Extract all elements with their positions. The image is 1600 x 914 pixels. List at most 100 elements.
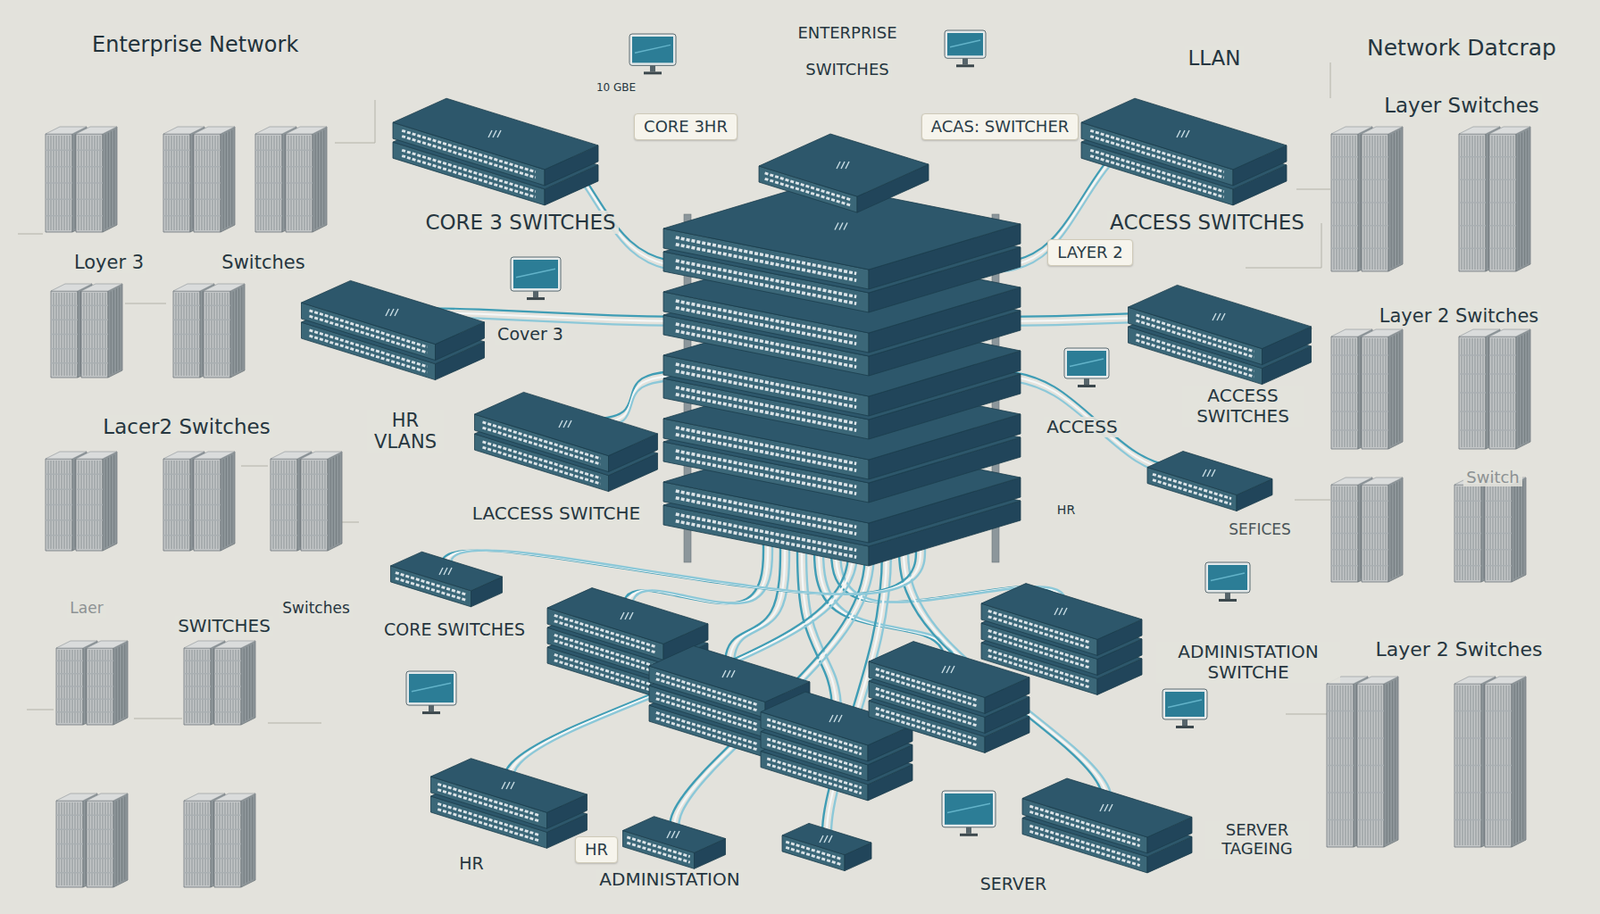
rack-top xyxy=(1361,126,1403,134)
rack-side-stripes xyxy=(1391,481,1400,580)
rack-bands xyxy=(75,474,103,536)
monitor-icon xyxy=(1205,562,1250,602)
rack-front xyxy=(163,458,191,551)
rack-bands xyxy=(1489,355,1517,431)
switch-ports xyxy=(395,578,467,601)
rack-front xyxy=(214,800,242,888)
rack-bands xyxy=(193,474,221,536)
rack-front xyxy=(86,800,114,888)
rack-front xyxy=(193,133,221,233)
rack-side xyxy=(241,641,256,725)
rack-side-stripes xyxy=(105,455,115,549)
switch-ports xyxy=(626,842,690,863)
server-rack xyxy=(214,793,256,888)
leader-line xyxy=(17,233,43,235)
switch-unit xyxy=(1147,451,1273,512)
switch-ports xyxy=(675,364,857,400)
leader-line xyxy=(334,100,375,143)
rack-side xyxy=(1511,477,1526,583)
rack-top xyxy=(285,126,327,134)
leader-line xyxy=(1294,500,1331,501)
switch-label: SERVER TAGEING xyxy=(1205,821,1309,859)
rack-layer xyxy=(45,126,1531,888)
switch-logo xyxy=(1202,469,1207,477)
label-box: HR xyxy=(575,836,618,864)
rack-bands xyxy=(255,150,283,216)
monitor-glare xyxy=(950,40,981,48)
switch-ports xyxy=(554,615,657,647)
monitor-base xyxy=(1175,725,1194,729)
switch-logo xyxy=(836,161,841,169)
switch-unit xyxy=(431,758,588,830)
switch-logo xyxy=(567,420,572,428)
switch-ports xyxy=(309,316,428,353)
switch-logo xyxy=(1211,469,1216,477)
rack-bands xyxy=(214,815,242,874)
switch-logo xyxy=(1100,804,1104,812)
rack-side xyxy=(108,283,123,378)
monitor-stand xyxy=(428,705,434,712)
switch-logo xyxy=(563,420,567,428)
monitor-screen xyxy=(632,36,674,63)
rack-bands xyxy=(173,305,200,364)
rack-side xyxy=(220,126,235,233)
switch-logo xyxy=(671,831,675,839)
rack-front xyxy=(203,291,231,378)
rack-side-stripes xyxy=(1518,333,1528,447)
rack-top xyxy=(86,793,128,801)
label-box: ACAS: SWITCHER xyxy=(921,113,1080,141)
switch-logo xyxy=(390,308,394,317)
rack-top xyxy=(1484,676,1526,684)
rack-side xyxy=(241,793,256,888)
server-rack xyxy=(285,126,327,233)
switch-logo xyxy=(443,567,448,575)
monitor-screen xyxy=(1208,565,1248,591)
switch-logo xyxy=(385,308,390,317)
rack-top xyxy=(1361,329,1403,337)
monitor-stand xyxy=(533,291,539,298)
switch-logo xyxy=(1212,313,1217,321)
rack-side xyxy=(102,126,117,233)
rack-bands xyxy=(50,305,78,364)
rack-top xyxy=(81,283,123,292)
rack-side xyxy=(102,451,117,551)
rack-bands xyxy=(214,660,242,712)
rack-bands xyxy=(1361,355,1389,431)
rack-bands xyxy=(1361,500,1389,567)
rack-front xyxy=(270,458,298,551)
switch-label: Cover 3 xyxy=(494,325,567,345)
rack-front xyxy=(1361,484,1389,583)
switch-logo xyxy=(1185,130,1190,138)
switch-label: Network Datcrap xyxy=(1364,35,1559,62)
switch-logo xyxy=(829,715,834,723)
leader-line xyxy=(1296,189,1331,191)
box-text: HR xyxy=(584,840,609,860)
monitor-glare xyxy=(634,44,671,53)
rack-side xyxy=(1516,329,1531,450)
rack-top xyxy=(214,641,256,649)
rack-front xyxy=(86,648,114,725)
server-rack xyxy=(86,793,128,888)
monitor-icon xyxy=(944,30,986,67)
rack-front xyxy=(50,291,78,378)
switch-ports xyxy=(675,308,857,344)
switch-top xyxy=(1022,778,1192,838)
rack-front xyxy=(173,291,200,378)
switch-ports xyxy=(656,673,759,705)
switch-logo xyxy=(488,130,492,138)
monitor-frame xyxy=(406,671,457,706)
leader-line xyxy=(267,723,322,725)
switch-logo xyxy=(1104,804,1109,812)
rack-front xyxy=(1361,336,1389,450)
switch-logo xyxy=(828,835,833,843)
rack-front xyxy=(255,133,283,233)
switch-logo xyxy=(492,130,497,138)
switch-ports xyxy=(988,616,1091,649)
switch-unit xyxy=(623,816,726,870)
rack-front xyxy=(285,133,313,233)
switch-label: HR VLANS xyxy=(366,409,444,453)
monitor-stand xyxy=(1182,719,1188,726)
server-rack xyxy=(1361,126,1403,272)
switch-ports xyxy=(1029,811,1140,846)
